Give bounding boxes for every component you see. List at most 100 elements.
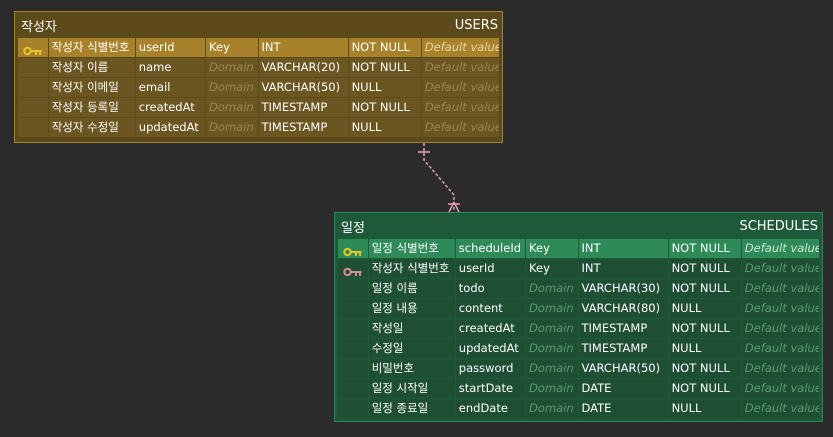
default-value-cell: Default value xyxy=(741,259,819,278)
logical-name-cell: 작성자 수정일 xyxy=(48,118,135,137)
data-type-cell: TIMESTAMP xyxy=(578,339,668,358)
data-type-cell: TIMESTAMP xyxy=(258,98,348,117)
key-cell xyxy=(18,38,48,57)
domain-cell: Domain xyxy=(526,379,578,398)
data-type-cell: VARCHAR(30) xyxy=(578,279,668,298)
nullable-cell: NULL xyxy=(348,118,421,137)
logical-name-cell: 일정 시작일 xyxy=(368,379,455,398)
users-entity-header: 작성자 USERS xyxy=(15,12,502,38)
physical-name-cell: email xyxy=(135,78,206,97)
data-type-cell: TIMESTAMP xyxy=(578,319,668,338)
primary-key-icon xyxy=(343,244,363,257)
primary-key-icon xyxy=(23,43,43,56)
key-cell xyxy=(338,239,368,258)
key-cell xyxy=(338,339,368,358)
nullable-cell: NOT NULL xyxy=(668,259,741,278)
domain-cell: Domain xyxy=(526,359,578,378)
physical-name-cell: password xyxy=(455,359,526,378)
data-type-cell: VARCHAR(20) xyxy=(258,58,348,77)
data-type-cell: DATE xyxy=(578,399,668,418)
domain-cell: Domain xyxy=(526,319,578,338)
nullable-cell: NOT NULL xyxy=(668,279,741,298)
key-cell xyxy=(338,399,368,418)
schedules-logical-name: 일정 xyxy=(341,220,365,236)
crows-foot-left xyxy=(448,201,455,213)
relationship-connector xyxy=(423,143,455,212)
logical-name-cell: 작성자 식별번호 xyxy=(368,259,455,278)
default-value-cell: Default value xyxy=(741,359,819,378)
key-cell xyxy=(338,359,368,378)
schedules-entity-header: 일정 SCHEDULES xyxy=(335,213,822,239)
nullable-cell: NOT NULL xyxy=(668,239,741,258)
logical-name-cell: 일정 이름 xyxy=(368,279,455,298)
domain-cell: Domain xyxy=(526,339,578,358)
key-cell xyxy=(338,279,368,298)
nullable-cell: NOT NULL xyxy=(348,58,421,77)
domain-cell: Domain xyxy=(206,78,258,97)
domain-cell: Domain xyxy=(526,299,578,318)
physical-name-cell: userId xyxy=(455,259,526,278)
default-value-cell: Default value xyxy=(421,58,499,77)
logical-name-cell: 비밀번호 xyxy=(368,359,455,378)
nullable-cell: NULL xyxy=(668,399,741,418)
physical-name-cell: createdAt xyxy=(135,98,206,117)
default-value-cell: Default value xyxy=(741,279,819,298)
logical-name-cell: 수정일 xyxy=(368,339,455,358)
logical-name-cell: 일정 내용 xyxy=(368,299,455,318)
physical-name-cell: todo xyxy=(455,279,526,298)
data-type-cell: VARCHAR(50) xyxy=(258,78,348,97)
key-cell xyxy=(338,259,368,278)
logical-name-cell: 일정 종료일 xyxy=(368,399,455,418)
key-cell xyxy=(338,379,368,398)
physical-name-cell: userId xyxy=(135,38,206,57)
key-cell xyxy=(18,118,48,137)
default-value-cell: Default value xyxy=(421,78,499,97)
logical-name-cell: 작성자 등록일 xyxy=(48,98,135,117)
nullable-cell: NULL xyxy=(348,78,421,97)
nullable-cell: NOT NULL xyxy=(668,319,741,338)
default-value-cell: Default value xyxy=(741,319,819,338)
domain-cell: Domain xyxy=(206,118,258,137)
default-value-cell: Default value xyxy=(741,299,819,318)
data-type-cell: INT xyxy=(578,239,668,258)
physical-name-cell: createdAt xyxy=(455,319,526,338)
domain-cell: Domain xyxy=(206,98,258,117)
domain-cell: Domain xyxy=(206,58,258,77)
physical-name-cell: startDate xyxy=(455,379,526,398)
nullable-cell: NOT NULL xyxy=(668,359,741,378)
domain-cell: Key xyxy=(206,38,258,57)
default-value-cell: Default value xyxy=(741,339,819,358)
logical-name-cell: 작성자 이름 xyxy=(48,58,135,77)
domain-cell: Domain xyxy=(526,279,578,298)
default-value-cell: Default value xyxy=(421,118,499,137)
key-cell xyxy=(338,299,368,318)
physical-name-cell: updatedAt xyxy=(455,339,526,358)
default-value-cell: Default value xyxy=(421,38,499,57)
data-type-cell: INT xyxy=(258,38,348,57)
default-value-cell: Default value xyxy=(741,399,819,418)
data-type-cell: DATE xyxy=(578,379,668,398)
logical-name-cell: 작성자 식별번호 xyxy=(48,38,135,57)
data-type-cell: VARCHAR(80) xyxy=(578,299,668,318)
logical-name-cell: 작성자 이메일 xyxy=(48,78,135,97)
domain-cell: Key xyxy=(526,259,578,278)
